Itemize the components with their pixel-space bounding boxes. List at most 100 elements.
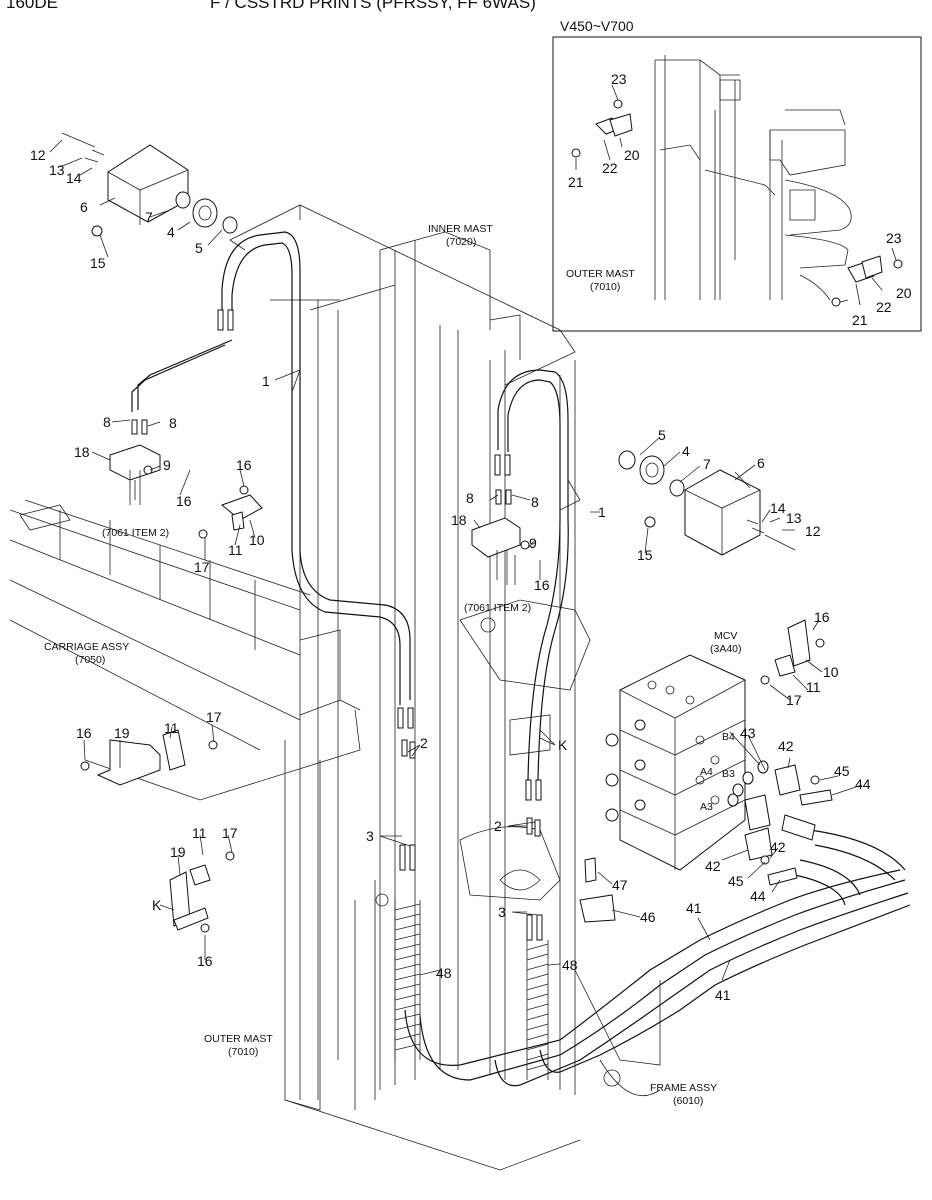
inner-mast-label: INNER MAST <box>428 223 493 235</box>
mcv-code: (3A40) <box>710 643 742 655</box>
inset-outer-mast-code: (7010) <box>590 281 620 293</box>
callout-1-left: 1 <box>262 373 270 389</box>
sheave-bracket-right <box>618 450 796 556</box>
sheave-bracket-left <box>61 132 238 237</box>
callout-41-bottom: 41 <box>715 987 731 1003</box>
callout-9-left: 9 <box>163 457 171 473</box>
callout-14-left: 14 <box>66 170 82 186</box>
frame-assy-code: (6010) <box>673 1095 703 1107</box>
callout-20-inset-bottom: 20 <box>896 285 912 301</box>
callout-15-left: 15 <box>90 255 106 271</box>
callout-labels: 12 13 14 6 7 4 5 15 1 8 8 18 9 16 16 (70… <box>30 147 871 1107</box>
callout-21-inset-top: 21 <box>568 174 584 190</box>
callout-18-left: 18 <box>74 444 90 460</box>
page-title-partial: F / CSSTRD PRINTS (PFRSSY, FF 6WAS) <box>210 0 536 12</box>
hose-end-fittings <box>131 309 543 941</box>
callout-12-right: 12 <box>805 523 821 539</box>
callout-48-left: 48 <box>436 965 452 981</box>
callout-16-right: 16 <box>534 577 550 593</box>
callout-17-lower-b: 17 <box>222 825 238 841</box>
leader-lines <box>49 139 863 981</box>
callout-44-bottom: 44 <box>750 888 766 904</box>
callout-11-lower-b: 11 <box>192 825 207 841</box>
mcv-port-fittings <box>579 760 833 923</box>
hose-guard-left <box>394 903 421 1051</box>
callout-3-upper: 3 <box>366 828 374 844</box>
callout-41-top: 41 <box>686 900 702 916</box>
hose-clamp-left <box>198 485 263 539</box>
port-b4: B4 <box>722 731 735 743</box>
bracket-19-lower <box>169 851 235 933</box>
callout-45-top: 45 <box>834 763 850 779</box>
callout-17-mcv: 17 <box>786 692 802 708</box>
callout-17-lower-a: 17 <box>206 709 222 725</box>
callout-1-right: 1 <box>598 504 606 520</box>
callout-8-left-b: 8 <box>169 415 177 431</box>
callout-42-mid: 42 <box>705 858 721 874</box>
callout-5-right: 5 <box>658 427 666 443</box>
port-a3: A3 <box>700 801 713 813</box>
callout-8-left-a: 8 <box>103 414 111 430</box>
callout-8-right-b: 8 <box>531 494 539 510</box>
callout-5-left: 5 <box>195 240 203 256</box>
carriage-assy-code: (7050) <box>75 654 105 666</box>
callout-47: 47 <box>612 877 628 893</box>
callout-10-mcv: 10 <box>823 664 839 680</box>
callout-15-right: 15 <box>637 547 653 563</box>
frame-assy-label: FRAME ASSY <box>650 1082 717 1094</box>
callout-46: 46 <box>640 909 656 925</box>
mcv-valve-block <box>605 654 746 871</box>
port-b3: B3 <box>722 768 735 780</box>
inner-mast-code: (7020) <box>446 236 476 248</box>
callout-6-left: 6 <box>80 199 88 215</box>
bracket-19-upper <box>80 729 218 786</box>
hose-bracket-right <box>471 517 530 585</box>
callout-45-bottom: 45 <box>728 873 744 889</box>
hose-routing <box>131 231 911 1087</box>
callout-8-right-a: 8 <box>466 490 474 506</box>
callout-17-left: 17 <box>194 559 210 575</box>
ref-7061-item2-right: (7061 ITEM 2) <box>464 602 531 614</box>
callout-2-upper: 2 <box>420 735 428 751</box>
callout-13-right: 13 <box>786 510 802 526</box>
callout-K-right: K <box>558 737 568 753</box>
callout-14-right: 14 <box>770 500 786 516</box>
mast-structure <box>9 204 661 1171</box>
outer-mast-label: OUTER MAST <box>204 1033 273 1045</box>
outer-mast-code: (7010) <box>228 1046 258 1058</box>
callout-12-left: 12 <box>30 147 46 163</box>
callout-K-left: K <box>152 897 162 913</box>
callout-10-left: 10 <box>249 532 265 548</box>
callout-16-mcv: 16 <box>814 609 830 625</box>
inset-outer-mast-label: OUTER MAST <box>566 268 635 280</box>
model-label: 160DE <box>6 0 58 12</box>
hose-bracket-left <box>109 444 161 505</box>
callout-42-right: 42 <box>770 839 786 855</box>
callout-44-top: 44 <box>855 776 871 792</box>
callout-22-inset-bottom: 22 <box>876 299 892 315</box>
callout-18-right: 18 <box>451 512 467 528</box>
callout-11-lower-a: 11 <box>164 720 179 736</box>
callout-13-left: 13 <box>49 162 65 178</box>
callout-9-right: 9 <box>529 535 537 551</box>
callout-19-lower: 19 <box>170 844 186 860</box>
hose-guard-right <box>526 943 549 1071</box>
callout-16-left-a: 16 <box>236 457 252 473</box>
callout-11-mcv: 11 <box>806 679 821 695</box>
callout-42-top: 42 <box>778 738 794 754</box>
callout-7-left: 7 <box>145 209 153 225</box>
callout-4-right: 4 <box>682 443 690 459</box>
callout-11-left: 11 <box>228 542 243 558</box>
callout-7-right: 7 <box>703 456 711 472</box>
callout-19-upper: 19 <box>114 725 130 741</box>
callout-23-inset-bottom: 23 <box>886 230 902 246</box>
callout-21-inset-bottom: 21 <box>852 312 868 328</box>
ref-7061-item2-left: (7061 ITEM 2) <box>102 527 169 539</box>
callout-22-inset-top: 22 <box>602 160 618 176</box>
mcv-label: MCV <box>714 630 737 642</box>
callout-3-lower: 3 <box>498 904 506 920</box>
port-a4: A4 <box>700 766 713 778</box>
inset-v450-v700: V450~V700 23 20 22 21 23 20 22 21 OUTER <box>552 18 922 332</box>
callout-2-lower: 2 <box>494 818 502 834</box>
callout-43: 43 <box>740 725 756 741</box>
